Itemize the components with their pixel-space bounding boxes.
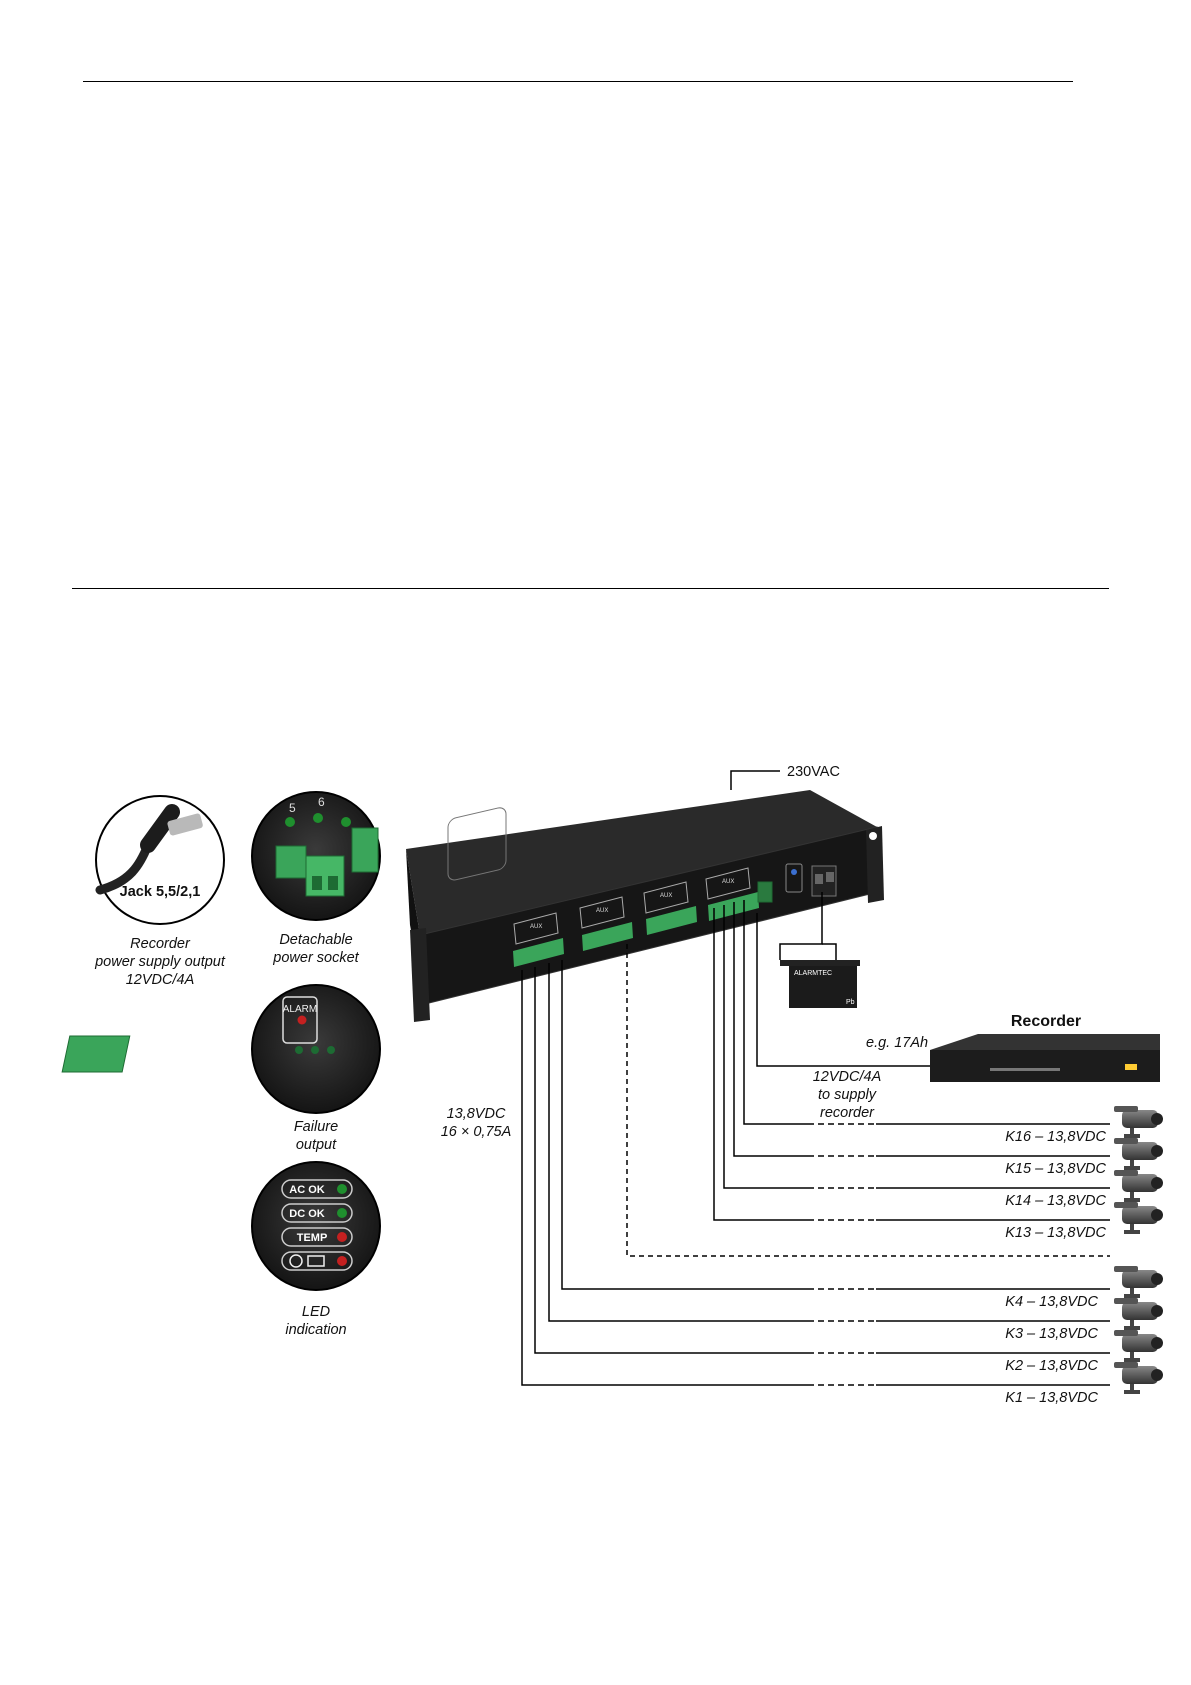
socket-number-6: 6: [318, 795, 325, 809]
led-indication-inset: AC OK DC OK TEMP: [251, 1161, 381, 1291]
channel-k16-wire: [743, 900, 808, 1125]
aux-terminal-block-2: AUX: [579, 896, 633, 951]
channel-label-k13: K13 – 13,8VDC: [1005, 1225, 1106, 1241]
top-channel-wires: [713, 900, 1110, 1221]
channel-k3-wire: [548, 963, 808, 1322]
cameras: [1114, 1106, 1163, 1394]
recorder-output-line3: 12VDC/4A: [126, 972, 195, 988]
recorder-supply-line3: recorder: [820, 1105, 875, 1121]
battery-brand: ALARMTEC: [794, 970, 832, 977]
channel-label-k14: K14 – 13,8VDC: [1005, 1193, 1106, 1209]
ac-input-label: 230VAC: [787, 764, 840, 780]
channel-label-k3: K3 – 13,8VDC: [1005, 1326, 1098, 1342]
aux-output-line2: 16 × 0,75A: [441, 1124, 512, 1140]
led-indication-line2: indication: [285, 1322, 346, 1338]
bottom-channel-wires: [521, 960, 1110, 1386]
warning-icon: [289, 1254, 303, 1268]
power-supply-unit: AUX AUX AUX AUX: [406, 790, 884, 1022]
recorder-output-line1: Recorder: [130, 936, 191, 952]
socket-number-5: 5: [289, 801, 296, 815]
aux-label-2: AUX: [596, 908, 608, 914]
camera-icon-k1: [1114, 1362, 1163, 1394]
bottom-channel-labels: K4 – 13,8VDC K3 – 13,8VDC K2 – 13,8VDC K…: [1005, 1294, 1098, 1406]
battery-note: e.g. 17Ah: [866, 1035, 928, 1051]
led-temp-label: TEMP: [297, 1232, 328, 1244]
led-indication-line1: LED: [302, 1304, 330, 1320]
channel-k15-wire: [733, 902, 808, 1157]
battery: ALARMTEC Pb: [780, 960, 860, 1008]
detachable-line2: power socket: [272, 950, 359, 966]
detachable-line1: Detachable: [279, 932, 352, 948]
aux-output-line1: 13,8VDC: [447, 1106, 506, 1122]
recorder-title: Recorder: [1011, 1013, 1081, 1030]
aux-terminal-block-3: AUX: [643, 881, 697, 935]
battery-pb: Pb: [846, 999, 855, 1006]
failure-output-inset: ALARM: [61, 984, 381, 1114]
channel-k1-wire: [521, 970, 808, 1386]
aux-label-1: AUX: [530, 924, 542, 930]
recorder-supply-line2: to supply: [818, 1087, 877, 1103]
hidden-channels-wire: [626, 944, 1110, 1257]
aux-label-3: AUX: [660, 893, 672, 899]
jack-label: Jack 5,5/2,1: [120, 884, 201, 900]
section-rule: [72, 588, 1109, 589]
aux-label-4: AUX: [722, 879, 734, 885]
camera-icon-k3: [1114, 1298, 1163, 1330]
failure-line1: Failure: [294, 1119, 338, 1135]
channel-label-k1: K1 – 13,8VDC: [1005, 1390, 1098, 1406]
detachable-socket-inset: 5 6: [251, 791, 381, 921]
channel-k14-wire: [723, 905, 808, 1189]
channel-label-k2: K2 – 13,8VDC: [1005, 1358, 1098, 1374]
channel-label-k16: K16 – 13,8VDC: [1005, 1129, 1106, 1145]
led-ac-ok-indicator: [337, 1184, 347, 1194]
recorder-device: [930, 1034, 1160, 1082]
alarm-tag: ALARM: [283, 1004, 317, 1015]
channel-label-k15: K15 – 13,8VDC: [1005, 1161, 1106, 1177]
channel-k4-wire: [561, 960, 808, 1290]
camera-icon-k13: [1114, 1202, 1163, 1234]
led-ac-ok-label: AC OK: [289, 1184, 325, 1196]
camera-icon-k4: [1114, 1266, 1163, 1298]
channel-k13-wire: [713, 908, 808, 1221]
led-dc-ok-indicator: [337, 1208, 347, 1218]
recorder-output-line2: power supply output: [94, 954, 226, 970]
channel-k2-wire: [534, 967, 808, 1354]
top-rule: [83, 81, 1073, 82]
recorder-supply-line1: 12VDC/4A: [813, 1069, 882, 1085]
battery-icon: [307, 1255, 325, 1267]
led-temp-indicator: [337, 1232, 347, 1242]
top-channel-labels: K16 – 13,8VDC K15 – 13,8VDC K14 – 13,8VD…: [1005, 1129, 1106, 1241]
camera-icon-k15: [1114, 1138, 1163, 1170]
led-dc-ok-label: DC OK: [289, 1208, 325, 1220]
camera-icon-k14: [1114, 1170, 1163, 1202]
failure-line2: output: [296, 1137, 337, 1153]
jack-connector-inset: Jack 5,5/2,1: [95, 795, 225, 925]
aux-terminal-block-1: AUX: [513, 912, 564, 967]
channel-label-k4: K4 – 13,8VDC: [1005, 1294, 1098, 1310]
camera-icon-k16: [1114, 1106, 1163, 1138]
camera-icon-k2: [1114, 1330, 1163, 1362]
led-battery-indicator: [337, 1256, 347, 1266]
